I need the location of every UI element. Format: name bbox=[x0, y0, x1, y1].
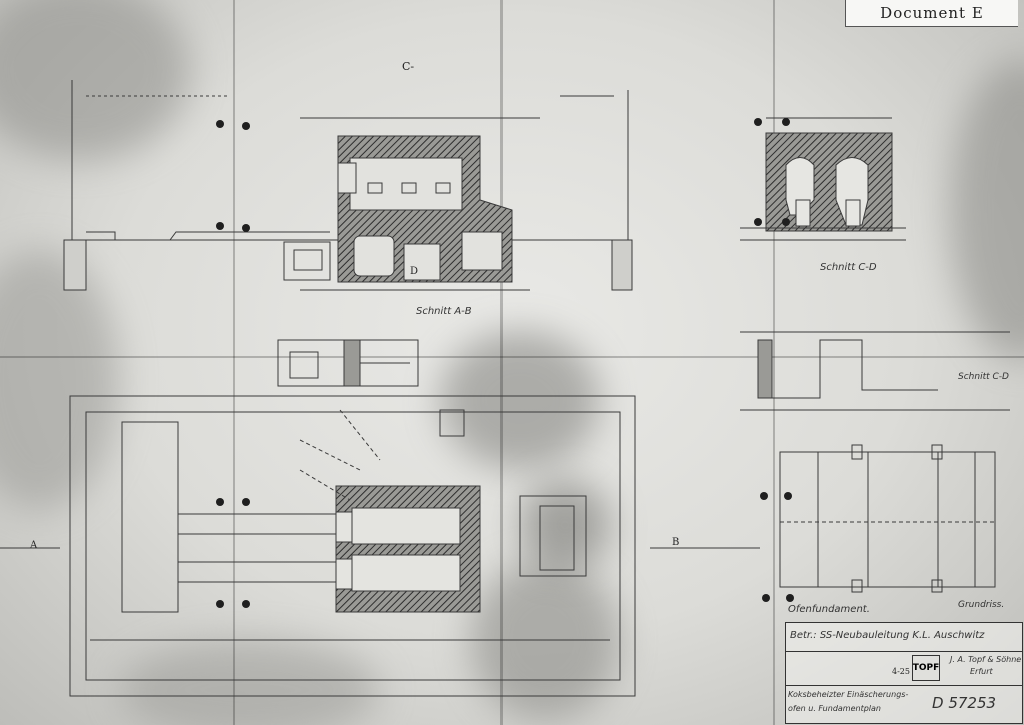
diagonal-duct bbox=[299, 409, 381, 501]
grate bbox=[367, 182, 383, 194]
section-cd-right-title: Schnitt C-D bbox=[958, 372, 1009, 382]
door-plan bbox=[335, 511, 353, 543]
flue-channel bbox=[403, 243, 441, 281]
punch-hole bbox=[216, 222, 224, 230]
punch-hole bbox=[242, 224, 250, 232]
grate-shaft bbox=[845, 199, 861, 227]
document-label: Document E bbox=[845, 0, 1018, 27]
punch-hole bbox=[754, 218, 762, 226]
damper-box bbox=[439, 409, 465, 437]
chimney-flue bbox=[121, 421, 179, 613]
foundation-inner bbox=[85, 411, 621, 681]
punch-hole bbox=[762, 594, 770, 602]
punch-hole bbox=[242, 600, 250, 608]
punch-hole bbox=[754, 118, 762, 126]
company-line1: J. A. Topf & Söhne bbox=[950, 655, 1022, 664]
punch-hole bbox=[760, 492, 768, 500]
punch-hole bbox=[242, 122, 250, 130]
muffle-plan bbox=[351, 507, 461, 545]
ground-plan-title: Grundriss. bbox=[958, 600, 1005, 610]
date-text: 4-25 bbox=[892, 667, 910, 676]
section-c-marker: C- bbox=[402, 60, 415, 73]
foundation-title: Ofenfundament. bbox=[788, 604, 870, 615]
punch-hole bbox=[216, 600, 224, 608]
ash-pit bbox=[353, 235, 395, 277]
title-block-description-row: Koksbeheizter Einäscherungs- ofen u. Fun… bbox=[786, 685, 1022, 724]
pier bbox=[931, 444, 943, 460]
punch-hole bbox=[784, 492, 792, 500]
pier bbox=[931, 579, 943, 593]
marker-a: A bbox=[30, 540, 38, 551]
topf-logo: TOPF bbox=[912, 655, 940, 681]
title-block: Betr.: SS-Neubauleitung K.L. Auschwitz 4… bbox=[785, 622, 1023, 724]
title-block-project-row: Betr.: SS-Neubauleitung K.L. Auschwitz bbox=[786, 623, 1022, 652]
generator-inner bbox=[539, 505, 575, 571]
marker-b: B bbox=[672, 537, 680, 548]
section-cd-title: Schnitt C-D bbox=[820, 262, 877, 273]
wall-hatch bbox=[757, 339, 773, 399]
oven-plan bbox=[335, 485, 481, 613]
punch-hole bbox=[216, 498, 224, 506]
flue-channel bbox=[461, 231, 503, 271]
company-line2: Erfurt bbox=[970, 667, 993, 676]
punch-hole bbox=[242, 498, 250, 506]
grate-shaft bbox=[795, 199, 811, 227]
punch-hole bbox=[216, 120, 224, 128]
side-channel bbox=[293, 249, 323, 271]
oven-section-cd bbox=[765, 132, 893, 232]
section-profile bbox=[758, 339, 938, 399]
generator-outline bbox=[519, 495, 587, 577]
ground-profile bbox=[86, 231, 330, 241]
door-plan bbox=[335, 558, 353, 590]
small-plan-box bbox=[289, 351, 319, 379]
side-channel bbox=[283, 241, 331, 281]
project-text: Betr.: SS-Neubauleitung K.L. Auschwitz bbox=[790, 630, 985, 641]
grate bbox=[401, 182, 417, 194]
muffle-plan bbox=[351, 554, 461, 592]
grate bbox=[435, 182, 451, 194]
pillar-left bbox=[63, 239, 87, 291]
punch-hole bbox=[786, 594, 794, 602]
pillar-right bbox=[611, 239, 633, 291]
punch-hole bbox=[782, 118, 790, 126]
section-ab-title: Schnitt A-B bbox=[416, 306, 472, 317]
drawing-number: D 57253 bbox=[932, 694, 997, 712]
oven-door bbox=[337, 162, 357, 194]
foundation-outline bbox=[69, 395, 636, 697]
pier bbox=[851, 579, 863, 593]
small-plan-wall bbox=[343, 339, 361, 387]
description-line2: ofen u. Fundamentplan bbox=[788, 704, 881, 713]
punch-hole bbox=[782, 218, 790, 226]
pier bbox=[851, 444, 863, 460]
description-line1: Koksbeheizter Einäscherungs- bbox=[788, 690, 909, 699]
plan-outline-right bbox=[779, 451, 996, 588]
marker-d: D bbox=[410, 266, 419, 277]
